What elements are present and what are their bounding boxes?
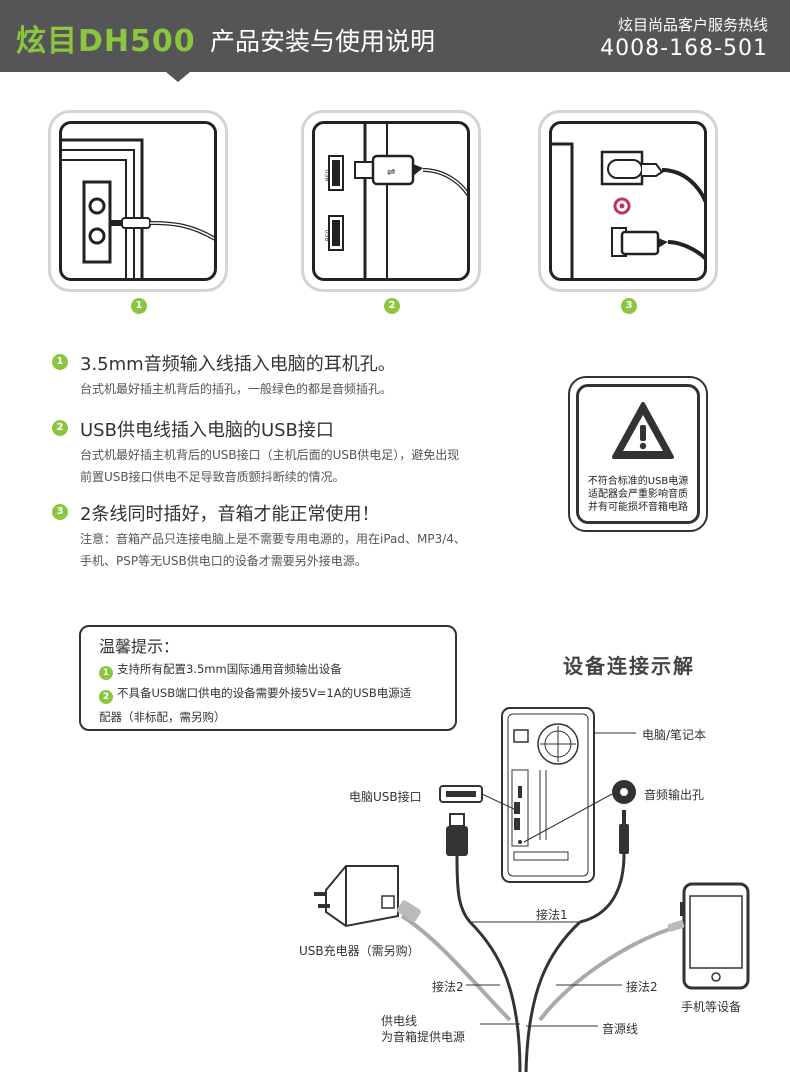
tip-number: 2: [99, 690, 113, 704]
label-audio-line: 音源线: [602, 1022, 639, 1036]
svg-text:⇌: ⇌: [387, 167, 395, 178]
warning-triangle-icon: [612, 402, 674, 459]
photo-number-badge: 3: [621, 298, 637, 314]
step-text-line: 手机、PSP等无USB供电口的设备才需要另外接电源。: [80, 554, 367, 568]
both-plugs-illustration: [552, 142, 704, 278]
warning-box: 不符合标准的USB电源 适配器会严重影响音质 并有可能损坏音箱电路: [568, 376, 708, 532]
header-notch: [166, 72, 190, 82]
step-heading: USB供电线插入电脑的USB接口: [80, 420, 334, 441]
label-method-1: 接法1: [536, 908, 568, 922]
warning-text-line: 适配器会严重影响音质: [588, 489, 688, 500]
label-power-line-desc: 为音箱提供电源: [381, 1030, 466, 1044]
tip-item: 2 不具备USB端口供电的设备需要外接5V=1A的USB电源适: [99, 685, 411, 704]
step-text-line: 台式机最好插主机背后的USB接口（主机后面的USB供电足），避免出现: [80, 448, 460, 462]
step-text-line: 注意：音箱产品只连接电脑上是不需要专用电源的，用在iPad、MP3/4、: [80, 532, 466, 546]
label-power-line: 供电线: [381, 1014, 418, 1028]
photo-usb-port: ⇌ USB USB: [301, 110, 481, 292]
step-heading: 2条线同时插好，音箱才能正常使用！: [80, 504, 380, 525]
photo-both-plugs: [538, 110, 718, 292]
tip-text: 支持所有配置3.5mm国际通用音频输出设备: [117, 662, 342, 676]
hotline-label: 炫目尚品客户服务热线: [617, 16, 768, 34]
step-number: 1: [52, 354, 68, 370]
label-phone: 手机等设备: [681, 1000, 742, 1014]
label-method-2-left: 接法2: [432, 980, 464, 994]
brand-title: 炫目DH500: [16, 24, 196, 59]
step-number: 2: [52, 420, 68, 436]
label-method-2-right: 接法2: [626, 980, 658, 994]
label-computer: 电脑/笔记本: [642, 728, 707, 742]
step-heading: 3.5mm音频输入线插入电脑的耳机孔。: [80, 354, 396, 375]
photo-audio-jack: [48, 110, 228, 292]
audio-jack-illustration: [62, 138, 214, 278]
label-usb-port: 电脑USB接口: [349, 790, 422, 804]
photo-number-badge: 1: [131, 298, 147, 314]
usb-port-label: USB: [323, 169, 331, 182]
tip-number: 1: [99, 666, 113, 680]
tip-text: 不具备USB端口供电的设备需要外接5V=1A的USB电源适: [117, 686, 412, 700]
tips-title: 温馨提示：: [99, 637, 180, 656]
label-audio-out: 音频输出孔: [644, 788, 705, 802]
step-text-line: 台式机最好插主机背后的插孔，一般绿色的都是音频插孔。: [80, 382, 393, 396]
connection-diagram: [314, 707, 750, 1072]
usb-port-label: USB: [323, 229, 331, 242]
page-title: 产品安装与使用说明: [210, 27, 436, 56]
step-number: 3: [52, 504, 68, 520]
warning-text-line: 并有可能损坏音箱电路: [588, 502, 688, 513]
step-text-line: 前置USB接口供电不足导致音质颤抖断续的情况。: [80, 470, 345, 484]
label-charger: USB充电器（需另购）: [299, 944, 420, 958]
warning-text-line: 不符合标准的USB电源: [587, 476, 689, 487]
header-banner: 炫目DH500 产品安装与使用说明 炫目尚品客户服务热线 4008-168-50…: [0, 0, 790, 82]
tip-continuation: 配器（非标配，需另购）: [99, 710, 226, 724]
tips-box: 温馨提示： 1 支持所有配置3.5mm国际通用音频输出设备 2 不具备USB端口供电…: [79, 625, 457, 731]
diagram-title: 设备连接示解: [563, 654, 695, 678]
hotline-number: 4008-168-501: [600, 36, 768, 61]
tip-item: 1 支持所有配置3.5mm国际通用音频输出设备: [99, 661, 342, 680]
photo-number-badge: 2: [384, 298, 400, 314]
usb-port-illustration: ⇌: [328, 124, 467, 278]
